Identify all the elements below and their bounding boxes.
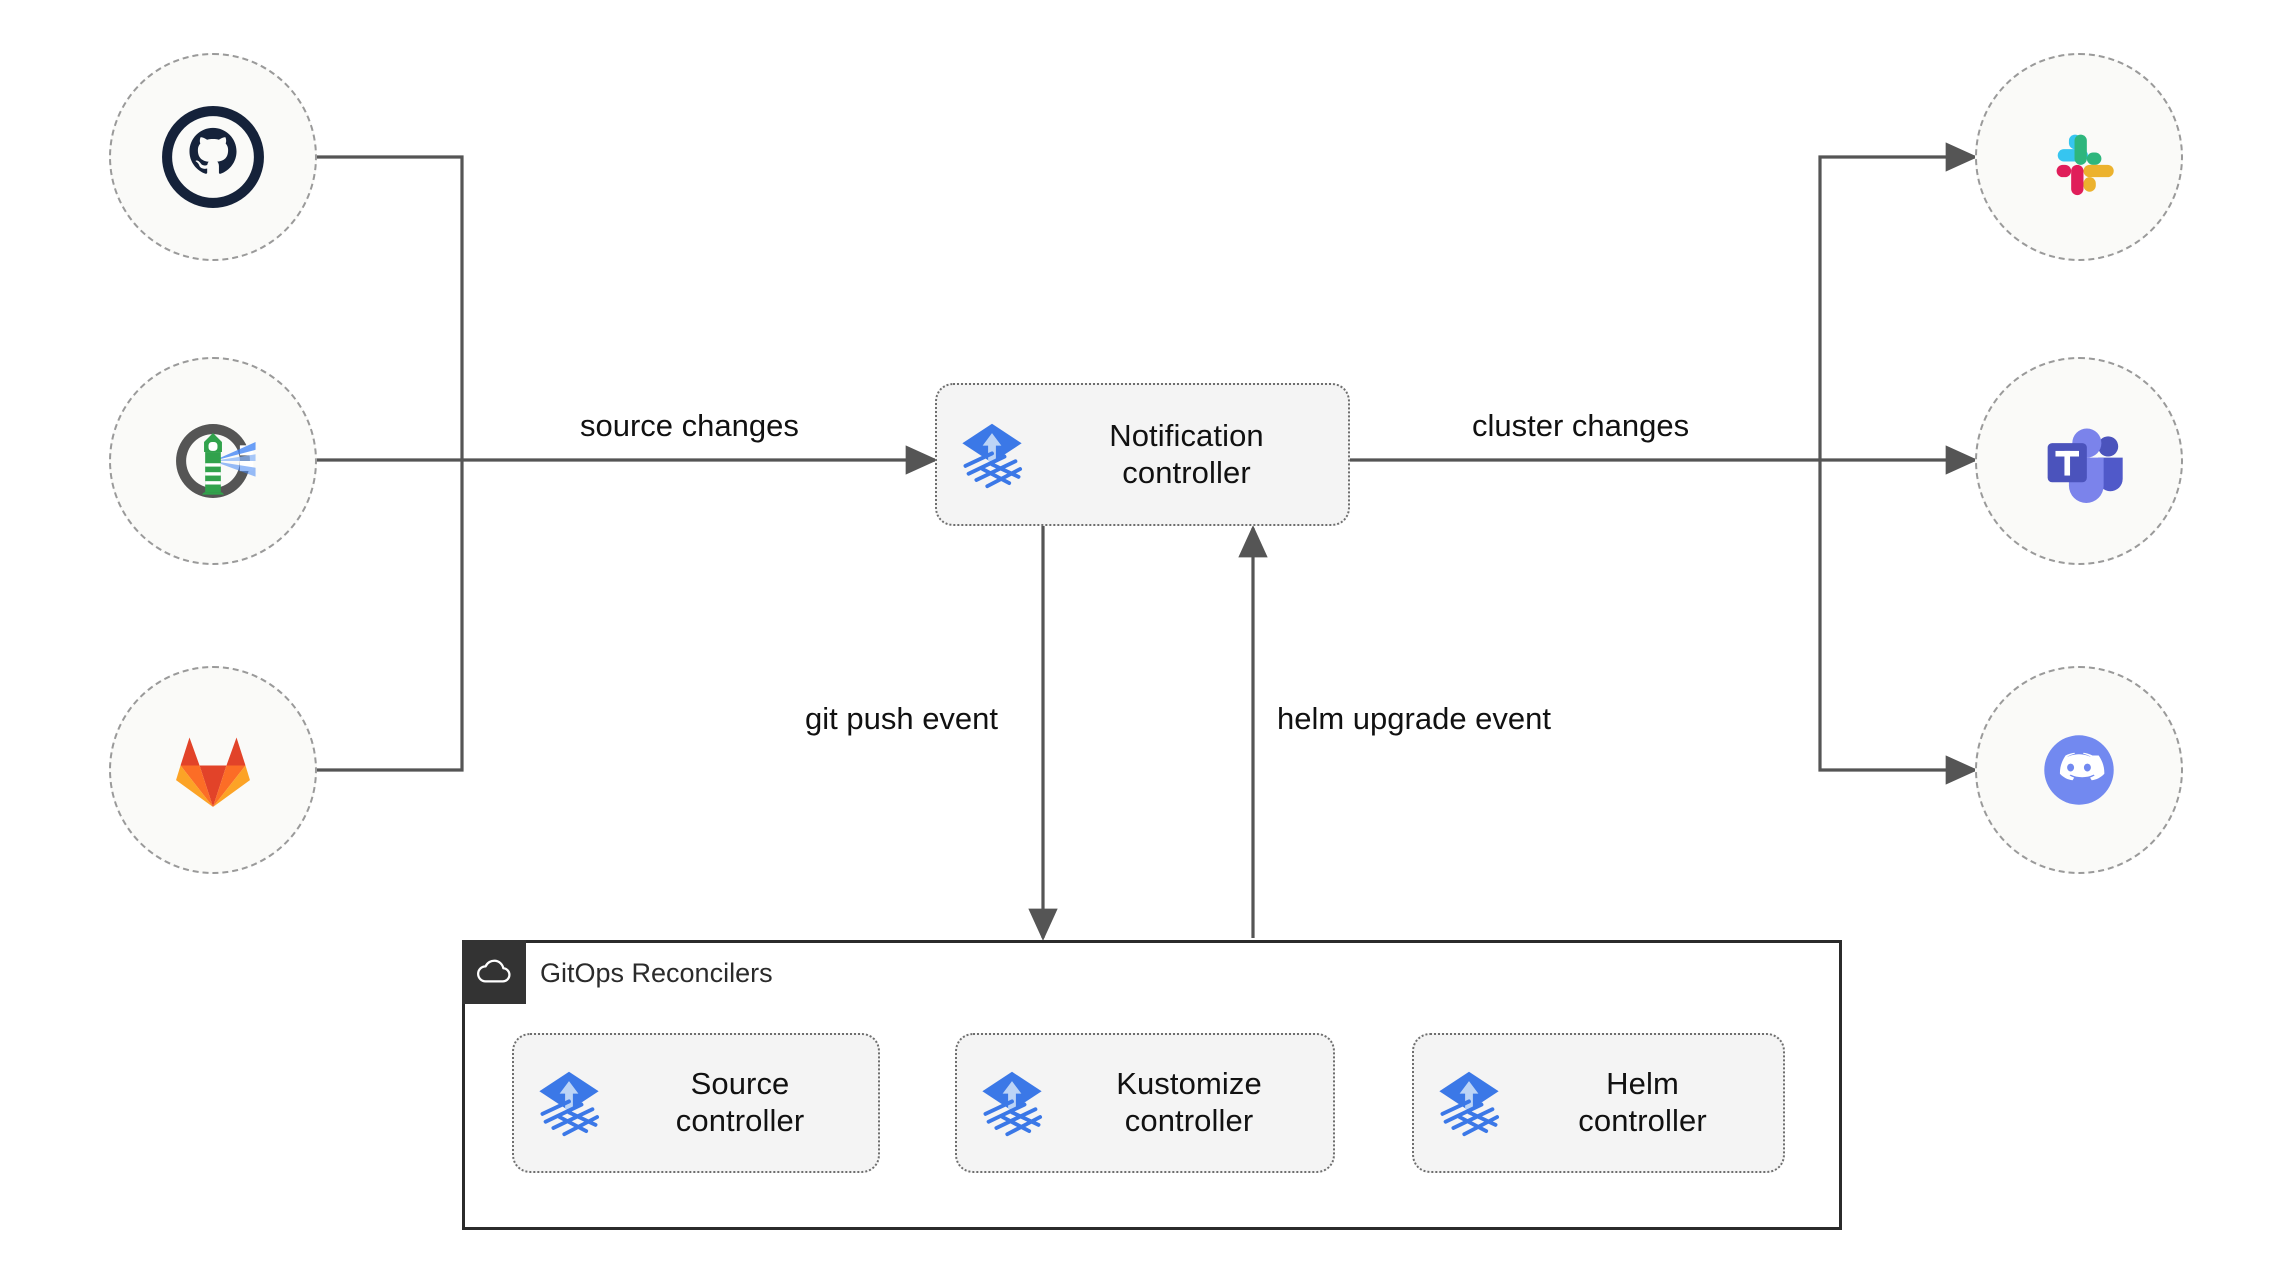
wire-discord — [1818, 460, 1978, 785]
source-controller-label: Source controller — [618, 1066, 862, 1139]
source-controller-box[interactable]: Source controller — [512, 1033, 880, 1173]
nc-line1: Notification — [1109, 417, 1264, 453]
kc-line1: Kustomize — [1116, 1066, 1262, 1102]
lighthouse-icon — [176, 424, 256, 498]
flux-icon — [982, 1071, 1043, 1137]
discord-icon — [2044, 735, 2114, 805]
destination-node-discord[interactable] — [1975, 666, 2183, 874]
sc-line1: Source — [690, 1066, 790, 1102]
wire-slack — [1818, 142, 1978, 460]
edge-label-source-changes: source changes — [580, 408, 799, 443]
source-node-lighthouse[interactable] — [109, 357, 317, 565]
gitops-reconcilers-tab — [462, 940, 526, 1004]
hc-line1: Helm — [1606, 1066, 1679, 1102]
destination-node-slack[interactable] — [1975, 53, 2183, 261]
edge-label-helm-upgrade-event: helm upgrade event — [1277, 701, 1552, 736]
kustomize-controller-box[interactable]: Kustomize controller — [955, 1033, 1335, 1173]
kc-line2: controller — [1124, 1103, 1254, 1138]
flux-icon — [539, 1071, 600, 1137]
edge-label-git-push-event: git push event — [805, 701, 999, 736]
flux-icon — [962, 423, 1023, 488]
destination-node-teams[interactable] — [1975, 357, 2183, 565]
github-icon — [162, 106, 264, 208]
notification-controller-label: Notification controller — [1041, 418, 1332, 491]
helm-controller-label: Helm controller — [1518, 1066, 1767, 1139]
gitlab-icon — [176, 737, 250, 807]
teams-icon — [2047, 428, 2123, 503]
gitops-reconcilers-title: GitOps Reconcilers — [540, 958, 773, 988]
hc-line2: controller — [1578, 1103, 1707, 1138]
flux-icon — [1439, 1071, 1500, 1137]
edge-label-cluster-changes: cluster changes — [1472, 408, 1690, 443]
source-node-github[interactable] — [109, 53, 317, 261]
notification-controller-box[interactable]: Notification controller — [935, 383, 1350, 526]
sc-line2: controller — [675, 1103, 805, 1138]
wire-github — [317, 155, 464, 460]
wire-gitlab — [317, 460, 464, 772]
source-node-gitlab[interactable] — [109, 666, 317, 874]
slack-icon — [2056, 134, 2114, 196]
cloud-icon — [477, 959, 511, 983]
nc-line2: controller — [1122, 454, 1251, 490]
helm-controller-box[interactable]: Helm controller — [1412, 1033, 1785, 1173]
kustomize-controller-label: Kustomize controller — [1061, 1066, 1317, 1139]
